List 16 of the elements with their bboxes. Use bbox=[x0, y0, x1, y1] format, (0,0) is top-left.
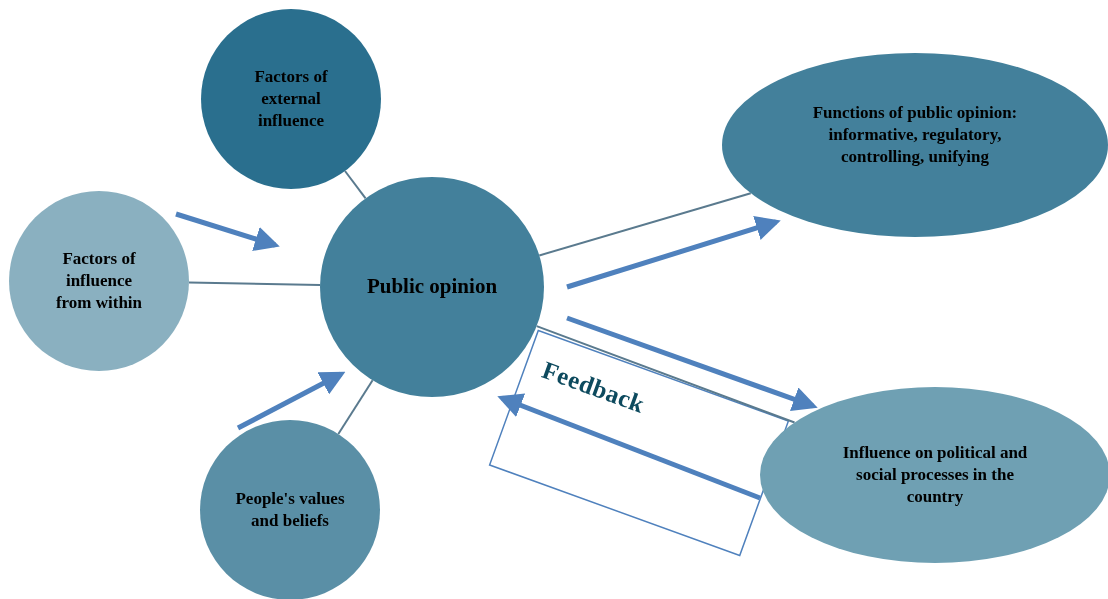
arrow bbox=[175, 211, 280, 251]
arrow bbox=[566, 216, 781, 290]
connector-line bbox=[337, 379, 374, 436]
connector-line bbox=[535, 325, 796, 424]
connector-line bbox=[188, 281, 321, 286]
connector-line bbox=[344, 170, 367, 200]
node-label: Influence on political and social processes in the country bbox=[841, 441, 1029, 509]
arrow bbox=[236, 371, 346, 431]
node-label: Factors of external influence bbox=[253, 65, 329, 133]
node-label: Factors of influence from within bbox=[54, 247, 144, 315]
node-label: Public opinion bbox=[365, 273, 499, 301]
arrow bbox=[497, 393, 761, 501]
node-label: People's values and beliefs bbox=[234, 487, 346, 532]
connector-line bbox=[538, 192, 752, 257]
node-label: Functions of public opinion: informative, regulatory, controlling, unifying bbox=[811, 101, 1019, 169]
arrow bbox=[566, 315, 818, 412]
